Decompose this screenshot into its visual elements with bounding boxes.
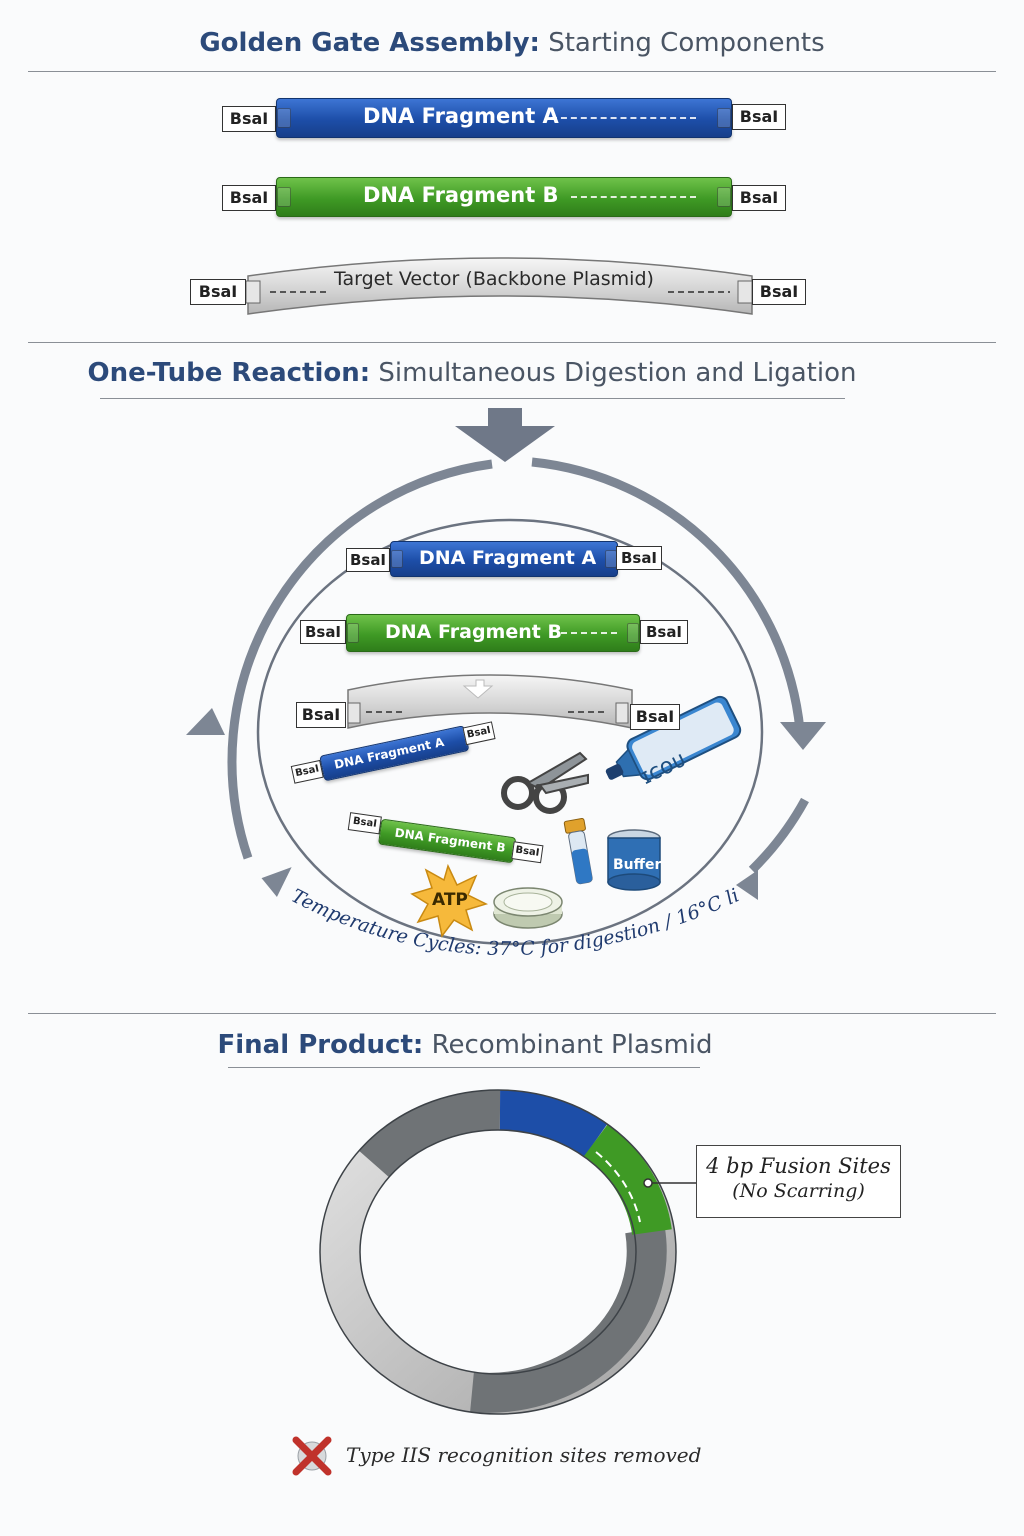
fragment-b-cap-right bbox=[717, 187, 731, 207]
divider-bottom bbox=[28, 1013, 996, 1014]
section1-title-light: Starting Components bbox=[548, 28, 825, 58]
inner-fragment-a-bar: DNA Fragment A bbox=[390, 541, 618, 577]
glue-tube-icon bbox=[605, 695, 742, 781]
fragment-a-dashes bbox=[551, 117, 696, 119]
callout-line1: 4 bp Fusion Sites bbox=[706, 1154, 891, 1178]
bsai-site-a-right: BsaI bbox=[732, 104, 786, 130]
callout-line2: (No Scarring) bbox=[732, 1180, 865, 1202]
vector-label: Target Vector (Backbone Plasmid) bbox=[334, 268, 654, 290]
inner-fragment-a-label: DNA Fragment A bbox=[419, 547, 597, 569]
fragment-a-label: DNA Fragment A bbox=[363, 104, 559, 128]
section1-title: Golden Gate Assembly: Starting Component… bbox=[0, 28, 1024, 58]
bsai-site-b-left: BsaI bbox=[222, 185, 276, 211]
cycle-arc-right bbox=[531, 457, 805, 731]
bsai-site-b-right: BsaI bbox=[732, 185, 786, 211]
section3-title: Final Product: Recombinant Plasmid bbox=[0, 1030, 977, 1060]
inner-bsai-vector-right: BsaI bbox=[630, 704, 680, 730]
cycle-arc-left bbox=[227, 459, 493, 860]
fragment-a-cap-left bbox=[277, 108, 291, 128]
inner-fragment-a-cap-left bbox=[391, 550, 403, 568]
buffer-label: Buffer bbox=[613, 857, 662, 873]
cycle-arrowhead-bottom-right bbox=[736, 870, 758, 900]
section3-title-light: Recombinant Plasmid bbox=[431, 1030, 713, 1060]
inner-bsai-b-left: BsaI bbox=[300, 620, 346, 644]
bsai-site-vector-right: BsaI bbox=[752, 279, 806, 305]
fragment-b-cap-left bbox=[277, 187, 291, 207]
section2-title-underline bbox=[100, 398, 845, 399]
cycle-arc-right-lower bbox=[748, 797, 809, 874]
cycle-arrowhead-left-up bbox=[186, 708, 225, 735]
cross-icon bbox=[292, 1436, 332, 1476]
inner-bsai-vector-left: BsaI bbox=[296, 702, 346, 728]
section2-title-light: Simultaneous Digestion and Ligation bbox=[378, 358, 857, 388]
fragment-a-bar: DNA Fragment A bbox=[276, 98, 732, 138]
plasmid-backbone-dark-lower bbox=[470, 1226, 667, 1413]
plasmid-backbone-dark-upper bbox=[358, 1089, 501, 1178]
plasmid-fragment-b-arc bbox=[583, 1123, 672, 1236]
cycle-arrowhead-right-down bbox=[780, 722, 826, 750]
inner-bsai-a-left: BsaI bbox=[346, 548, 390, 572]
fragment-b-dashes bbox=[571, 196, 696, 198]
fusion-sites-callout: 4 bp Fusion Sites (No Scarring) bbox=[696, 1145, 901, 1218]
cycle-arrowhead-bottom-left bbox=[261, 867, 292, 897]
section3-title-strong: Final Product: bbox=[217, 1030, 424, 1060]
plasmid-fragment-a-arc bbox=[499, 1090, 608, 1157]
inner-bsai-b-right: BsaI bbox=[640, 620, 688, 644]
petri-dish-icon bbox=[493, 887, 563, 929]
atp-label: ATP bbox=[432, 890, 468, 910]
fragment-a-cap-right bbox=[717, 108, 731, 128]
section1-title-strong: Golden Gate Assembly: bbox=[199, 28, 540, 58]
inner-fragment-b-bar: DNA Fragment B bbox=[346, 614, 640, 652]
divider-middle bbox=[28, 342, 996, 343]
vial-icon bbox=[563, 817, 593, 885]
inner-fragment-b-cap-left bbox=[347, 623, 359, 643]
inner-fragment-b-cap-right bbox=[627, 623, 639, 643]
inner-bsai-a-right: BsaI bbox=[616, 546, 662, 570]
section2-title-strong: One-Tube Reaction: bbox=[87, 358, 371, 388]
buffer-jar-icon bbox=[607, 829, 661, 891]
reaction-tube-circle bbox=[256, 518, 764, 946]
fragment-b-bar: DNA Fragment B bbox=[276, 177, 732, 217]
bsai-site-vector-left: BsaI bbox=[190, 279, 246, 305]
fragment-b-label: DNA Fragment B bbox=[363, 183, 559, 207]
atp-burst-icon bbox=[410, 863, 489, 938]
inner-fragment-b-dashes bbox=[561, 632, 617, 634]
footer-note: Type IIS recognition sites removed bbox=[346, 1443, 702, 1467]
scissors-icon bbox=[501, 751, 589, 814]
bsai-site-a-left: BsaI bbox=[222, 106, 276, 132]
section3-title-underline bbox=[228, 1067, 700, 1068]
input-down-arrow bbox=[455, 408, 555, 462]
divider-top bbox=[28, 71, 996, 72]
inner-fragment-b-label: DNA Fragment B bbox=[385, 621, 562, 643]
section2-title: One-Tube Reaction: Simultaneous Digestio… bbox=[0, 358, 984, 388]
